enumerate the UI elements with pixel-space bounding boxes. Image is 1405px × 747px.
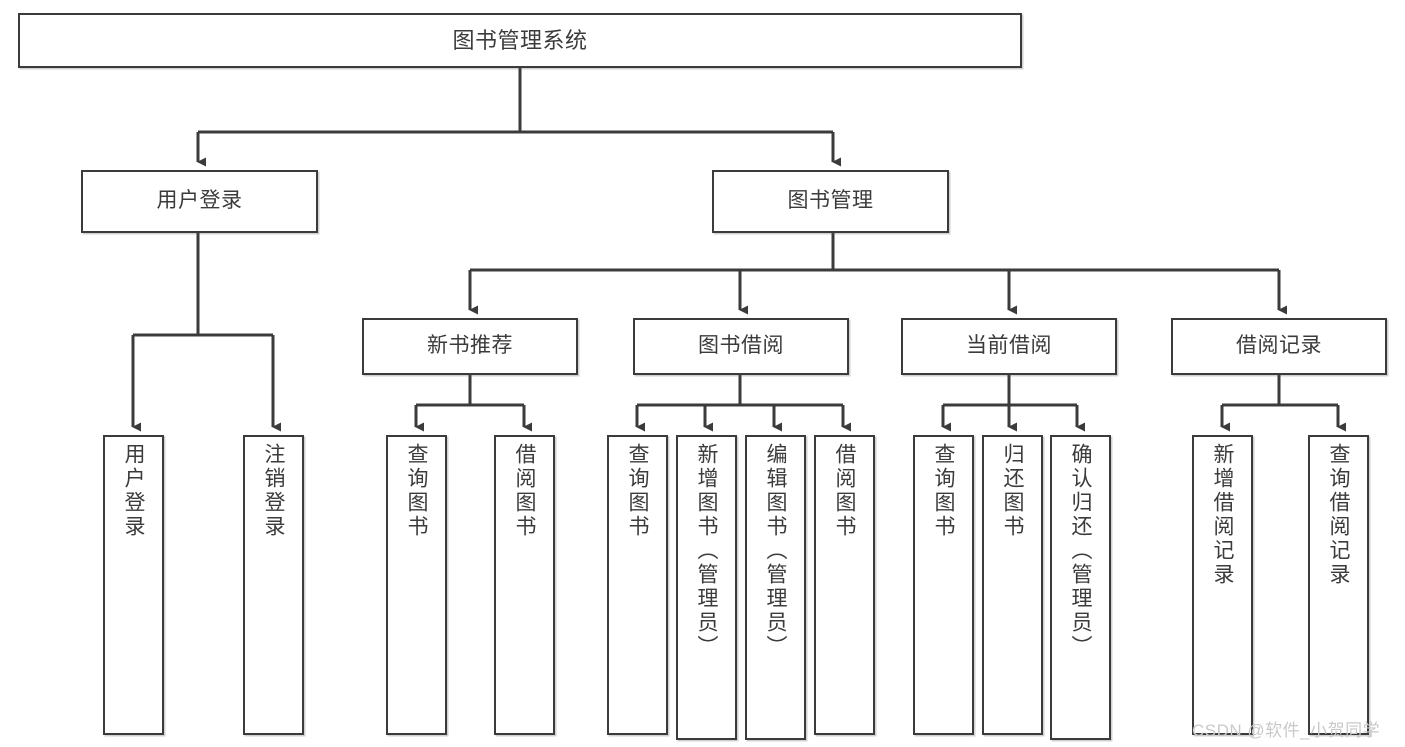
leaf-user-login[interactable]: 用户登录 bbox=[103, 435, 164, 735]
node-root-book-management-system[interactable]: 图书管理系统 bbox=[18, 13, 1022, 68]
node-label: 归还图书 bbox=[1001, 443, 1024, 539]
node-new-book-recommendation[interactable]: 新书推荐 bbox=[362, 318, 578, 375]
node-borrow-records[interactable]: 借阅记录 bbox=[1171, 318, 1387, 375]
node-label: 借阅图书 bbox=[513, 443, 536, 539]
node-label: 查询图书 bbox=[932, 443, 955, 539]
node-label: 确认归还（管理员） bbox=[1069, 443, 1092, 659]
leaf-query-book-1[interactable]: 查询图书 bbox=[386, 435, 447, 735]
node-label: 当前借阅 bbox=[966, 334, 1052, 358]
leaf-add-borrow-record[interactable]: 新增借阅记录 bbox=[1192, 435, 1253, 735]
csdn-watermark: CSDN @软件_小贺同学 bbox=[1192, 716, 1380, 741]
node-label: 查询借阅记录 bbox=[1327, 443, 1350, 587]
leaf-borrow-book-2[interactable]: 借阅图书 bbox=[814, 435, 875, 735]
node-label: 用户登录 bbox=[122, 443, 145, 539]
leaf-query-book-2[interactable]: 查询图书 bbox=[607, 435, 668, 735]
leaf-return-book[interactable]: 归还图书 bbox=[982, 435, 1043, 735]
node-label: 新增借阅记录 bbox=[1211, 443, 1234, 587]
node-label: 借阅记录 bbox=[1236, 334, 1322, 358]
node-label: 图书管理 bbox=[787, 189, 874, 213]
leaf-user-logout[interactable]: 注销登录 bbox=[243, 435, 304, 735]
node-label: 新增图书（管理员） bbox=[695, 443, 718, 659]
node-label: 图书借阅 bbox=[698, 334, 784, 358]
node-user-login[interactable]: 用户登录 bbox=[81, 170, 318, 233]
leaf-query-borrow-record[interactable]: 查询借阅记录 bbox=[1308, 435, 1369, 735]
node-current-borrowing[interactable]: 当前借阅 bbox=[901, 318, 1117, 375]
node-label: 借阅图书 bbox=[833, 443, 856, 539]
node-label: 图书管理系统 bbox=[452, 27, 588, 53]
node-label: 编辑图书（管理员） bbox=[764, 443, 787, 659]
leaf-edit-book-admin[interactable]: 编辑图书（管理员） bbox=[745, 435, 806, 740]
node-book-borrowing[interactable]: 图书借阅 bbox=[633, 318, 849, 375]
node-label: 新书推荐 bbox=[427, 334, 513, 358]
node-label: 查询图书 bbox=[405, 443, 428, 539]
leaf-add-book-admin[interactable]: 新增图书（管理员） bbox=[676, 435, 737, 740]
watermark-text: CSDN @软件_小贺同学 bbox=[1192, 721, 1381, 740]
node-label: 用户登录 bbox=[156, 189, 243, 213]
leaf-query-book-3[interactable]: 查询图书 bbox=[913, 435, 974, 735]
node-label: 查询图书 bbox=[626, 443, 649, 539]
leaf-borrow-book-1[interactable]: 借阅图书 bbox=[494, 435, 555, 735]
node-label: 注销登录 bbox=[262, 443, 285, 539]
node-book-management[interactable]: 图书管理 bbox=[712, 170, 949, 233]
leaf-confirm-return-admin[interactable]: 确认归还（管理员） bbox=[1050, 435, 1111, 740]
